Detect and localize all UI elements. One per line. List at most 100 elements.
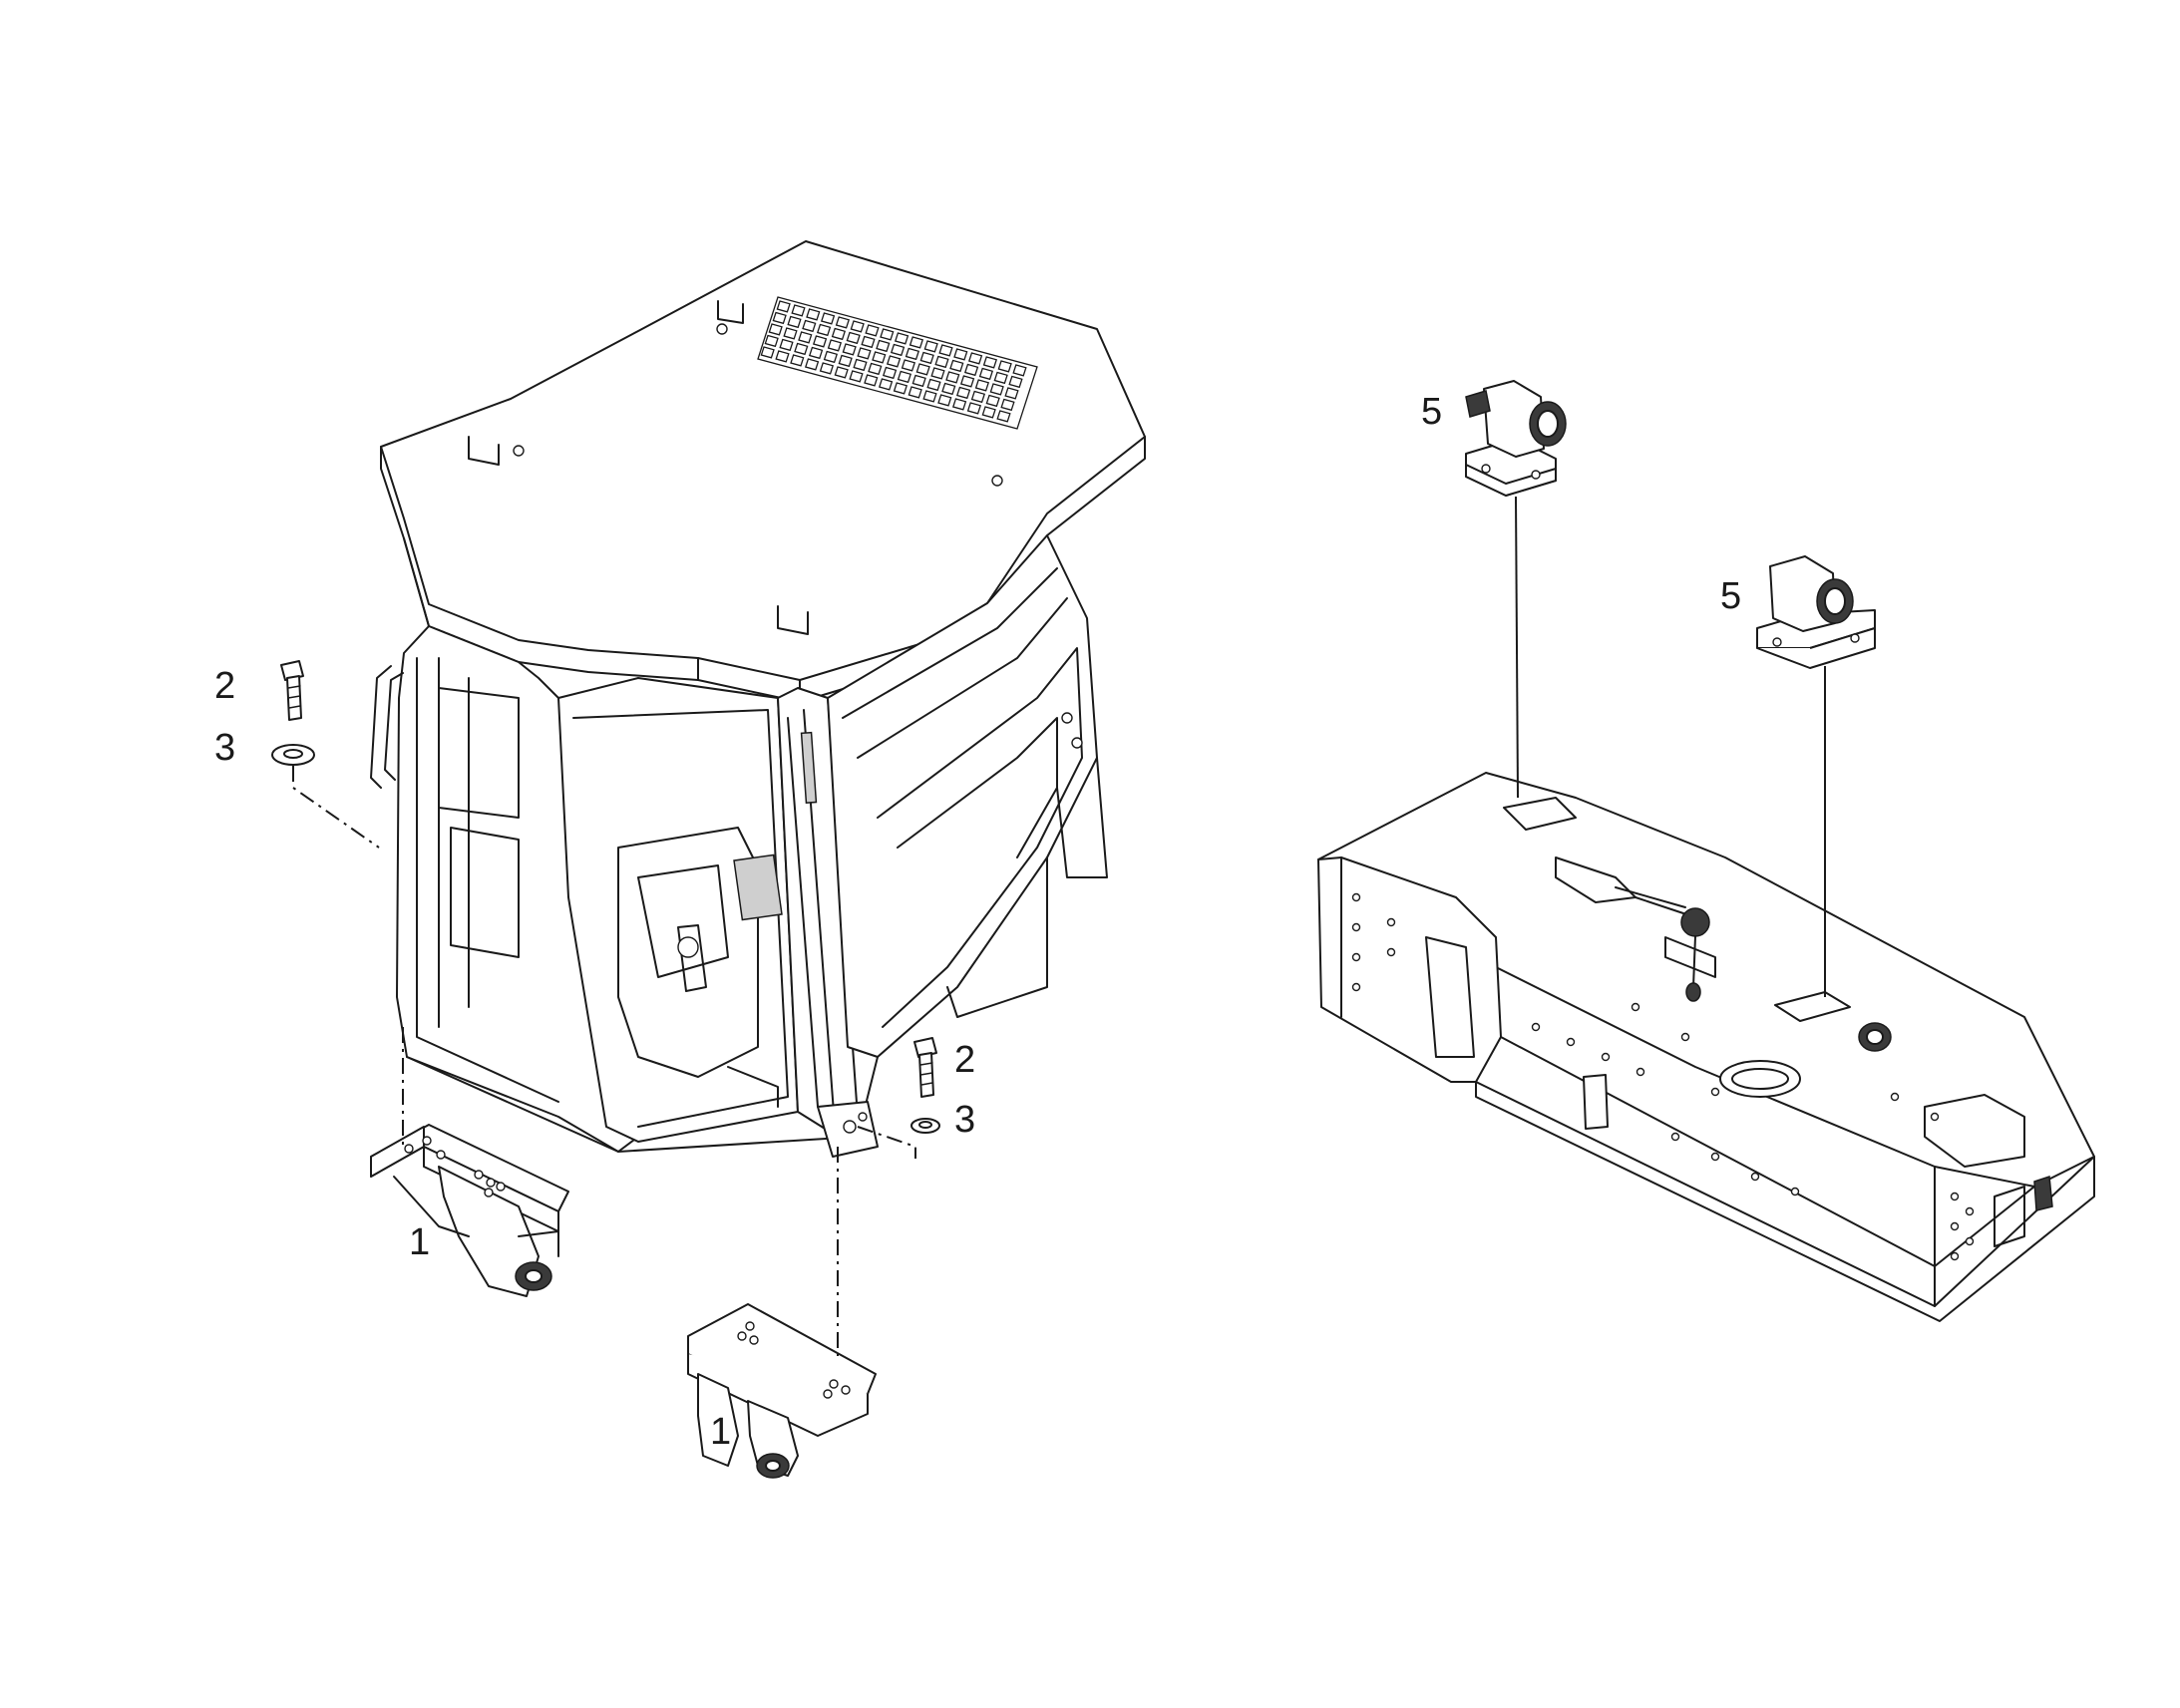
vent-cell (794, 342, 809, 356)
vent-cell (764, 334, 779, 348)
vent-cell (806, 308, 821, 321)
cab-assembly (370, 240, 1146, 1158)
vent-cell (967, 352, 983, 365)
vent-cell (772, 311, 787, 325)
vent-cell (816, 323, 832, 337)
vent-cell (938, 344, 953, 357)
vent-cell (894, 332, 909, 345)
vent-cell (1000, 398, 1015, 412)
vent-cell (808, 346, 824, 360)
rivet-hole (1950, 1251, 1960, 1261)
callout-engine-mount-left: 1 (409, 1221, 430, 1263)
vent-cell (966, 402, 982, 415)
vent-cell (949, 359, 964, 373)
rivet-hole (1351, 892, 1361, 902)
rivet-hole (1680, 1032, 1690, 1042)
vent-cell (922, 390, 937, 403)
callout-tank-mount-lower: 5 (1720, 575, 1741, 617)
vent-cell (846, 331, 861, 345)
vent-cell (878, 378, 894, 391)
vent-cell (981, 406, 996, 419)
vent-cell (783, 327, 798, 340)
callout-engine-mount-right: 1 (710, 1411, 731, 1453)
vent-cell (775, 350, 790, 363)
vent-cell (937, 394, 952, 407)
bolt-left (280, 660, 304, 721)
vent-cell (1008, 375, 1023, 389)
vent-cell (787, 315, 802, 329)
vent-cell (853, 358, 868, 372)
vent-cell (831, 327, 847, 341)
vent-cell (974, 379, 990, 392)
vent-cell (790, 354, 805, 367)
vent-cell (776, 300, 791, 313)
vent-cell (779, 338, 794, 352)
callout-labels: 2 3 2 3 1 1 5 5 (214, 391, 1741, 1453)
vent-cell (857, 347, 872, 360)
rivet-hole (1531, 1022, 1541, 1032)
vent-cell (865, 324, 880, 337)
vent-cell (955, 386, 971, 400)
rivet-hole (1890, 1092, 1900, 1102)
vent-cell (941, 382, 956, 396)
rivet-hole (1670, 1132, 1680, 1142)
callout-washer-left: 3 (214, 727, 235, 769)
vent-cell (897, 370, 912, 384)
vent-cell (812, 335, 828, 348)
vent-cell (838, 354, 853, 368)
rivet-hole (1950, 1192, 1960, 1201)
vent-cell (827, 339, 843, 352)
vent-cell (768, 323, 783, 336)
vent-cell (798, 331, 813, 344)
tank-mount-upper (1465, 380, 1567, 497)
vent-cell (849, 370, 864, 383)
rivet-hole (1635, 1067, 1645, 1077)
vent-cell (923, 340, 938, 353)
vent-cell (911, 374, 926, 388)
vent-cell (953, 348, 968, 361)
washer-right (910, 1118, 940, 1134)
rivet-hole (1750, 1172, 1760, 1182)
rivet-hole (1790, 1187, 1800, 1196)
vent-cell (791, 304, 806, 317)
callout-washer-right: 3 (954, 1099, 975, 1141)
vent-cell (835, 316, 851, 329)
vent-cell (893, 382, 908, 395)
callout-bolt-left: 2 (214, 665, 235, 707)
vent-cell (876, 339, 891, 353)
vent-cell (886, 355, 902, 368)
rivet-hole (1351, 922, 1361, 932)
vent-cell (861, 335, 876, 349)
rivet-hole (1710, 1152, 1720, 1162)
bolt-right (913, 1037, 937, 1098)
vent-cell (996, 410, 1011, 423)
vent-cell (819, 362, 835, 375)
engine-mount-left (370, 1124, 569, 1297)
cab-interior (617, 827, 783, 1108)
vent-cell (890, 343, 906, 357)
vent-cell (908, 336, 924, 349)
rivet-hole (1631, 1002, 1640, 1012)
vent-cell (1004, 387, 1019, 400)
vent-cell (901, 359, 916, 372)
vent-cell (804, 358, 820, 371)
rivet-hole (1386, 917, 1396, 927)
vent-cell (919, 351, 934, 365)
vent-cell (760, 346, 775, 359)
vent-cell (882, 366, 898, 380)
vent-cell (993, 371, 1008, 385)
vent-cell (985, 394, 1000, 408)
rivet-hole (1566, 1037, 1576, 1047)
vent-cell (997, 360, 1012, 373)
vent-cell (880, 328, 895, 341)
vent-cell (868, 362, 883, 376)
rivet-hole (1351, 982, 1361, 992)
rivet-hole (1601, 1052, 1611, 1062)
vent-cell (926, 378, 941, 392)
vent-cell (834, 366, 849, 379)
callout-tank-mount-upper: 5 (1421, 391, 1442, 433)
vent-cell (951, 398, 967, 411)
vent-cell (915, 363, 930, 376)
vent-cell (820, 312, 836, 325)
